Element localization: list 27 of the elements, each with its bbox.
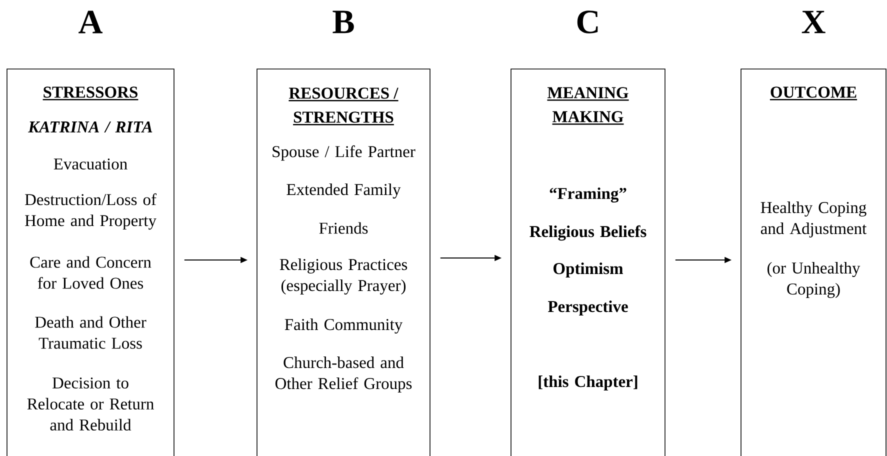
list-item: Death and Other Traumatic Loss — [35, 316, 146, 349]
column-letter: A — [78, 10, 103, 34]
list-item: KATRINA / RITA — [28, 121, 152, 133]
column-heading: STRESSORS — [42, 86, 138, 100]
list-item: Destruction/Loss of Home and Property — [24, 193, 156, 230]
list-item: Faith Community — [284, 318, 403, 334]
list-item: “Framing” — [550, 187, 626, 203]
list-item: Religious Practices (especially Prayer) — [280, 258, 408, 294]
list-item: Healthy Coping and Adjustment — [760, 202, 867, 238]
column-letter: X — [802, 10, 826, 34]
list-item: Optimism — [554, 262, 623, 278]
column-letter: B — [332, 10, 354, 34]
list-item: Extended Family — [286, 184, 401, 198]
list-item: Evacuation — [54, 158, 128, 170]
column-heading: OUTCOME — [770, 86, 858, 100]
list-item: Care and Concern for Loved Ones — [30, 256, 152, 289]
column-heading: RESOURCES / STRENGTHS — [288, 88, 398, 126]
list-item: Church-based and Other Relief Groups — [275, 356, 412, 392]
column-letter: C — [577, 10, 598, 34]
list-item: Perspective — [548, 300, 628, 316]
list-item: Spouse / Life Partner — [272, 145, 416, 161]
list-item: (or Unhealthy Coping) — [768, 262, 860, 298]
list-item: Decision to Relocate or Return and Rebuild — [27, 377, 154, 431]
list-item: Friends — [319, 222, 368, 234]
list-item: [this Chapter] — [538, 376, 638, 390]
list-item: Religious Beliefs — [530, 225, 646, 241]
column-heading: MEANING MAKING — [547, 87, 629, 125]
